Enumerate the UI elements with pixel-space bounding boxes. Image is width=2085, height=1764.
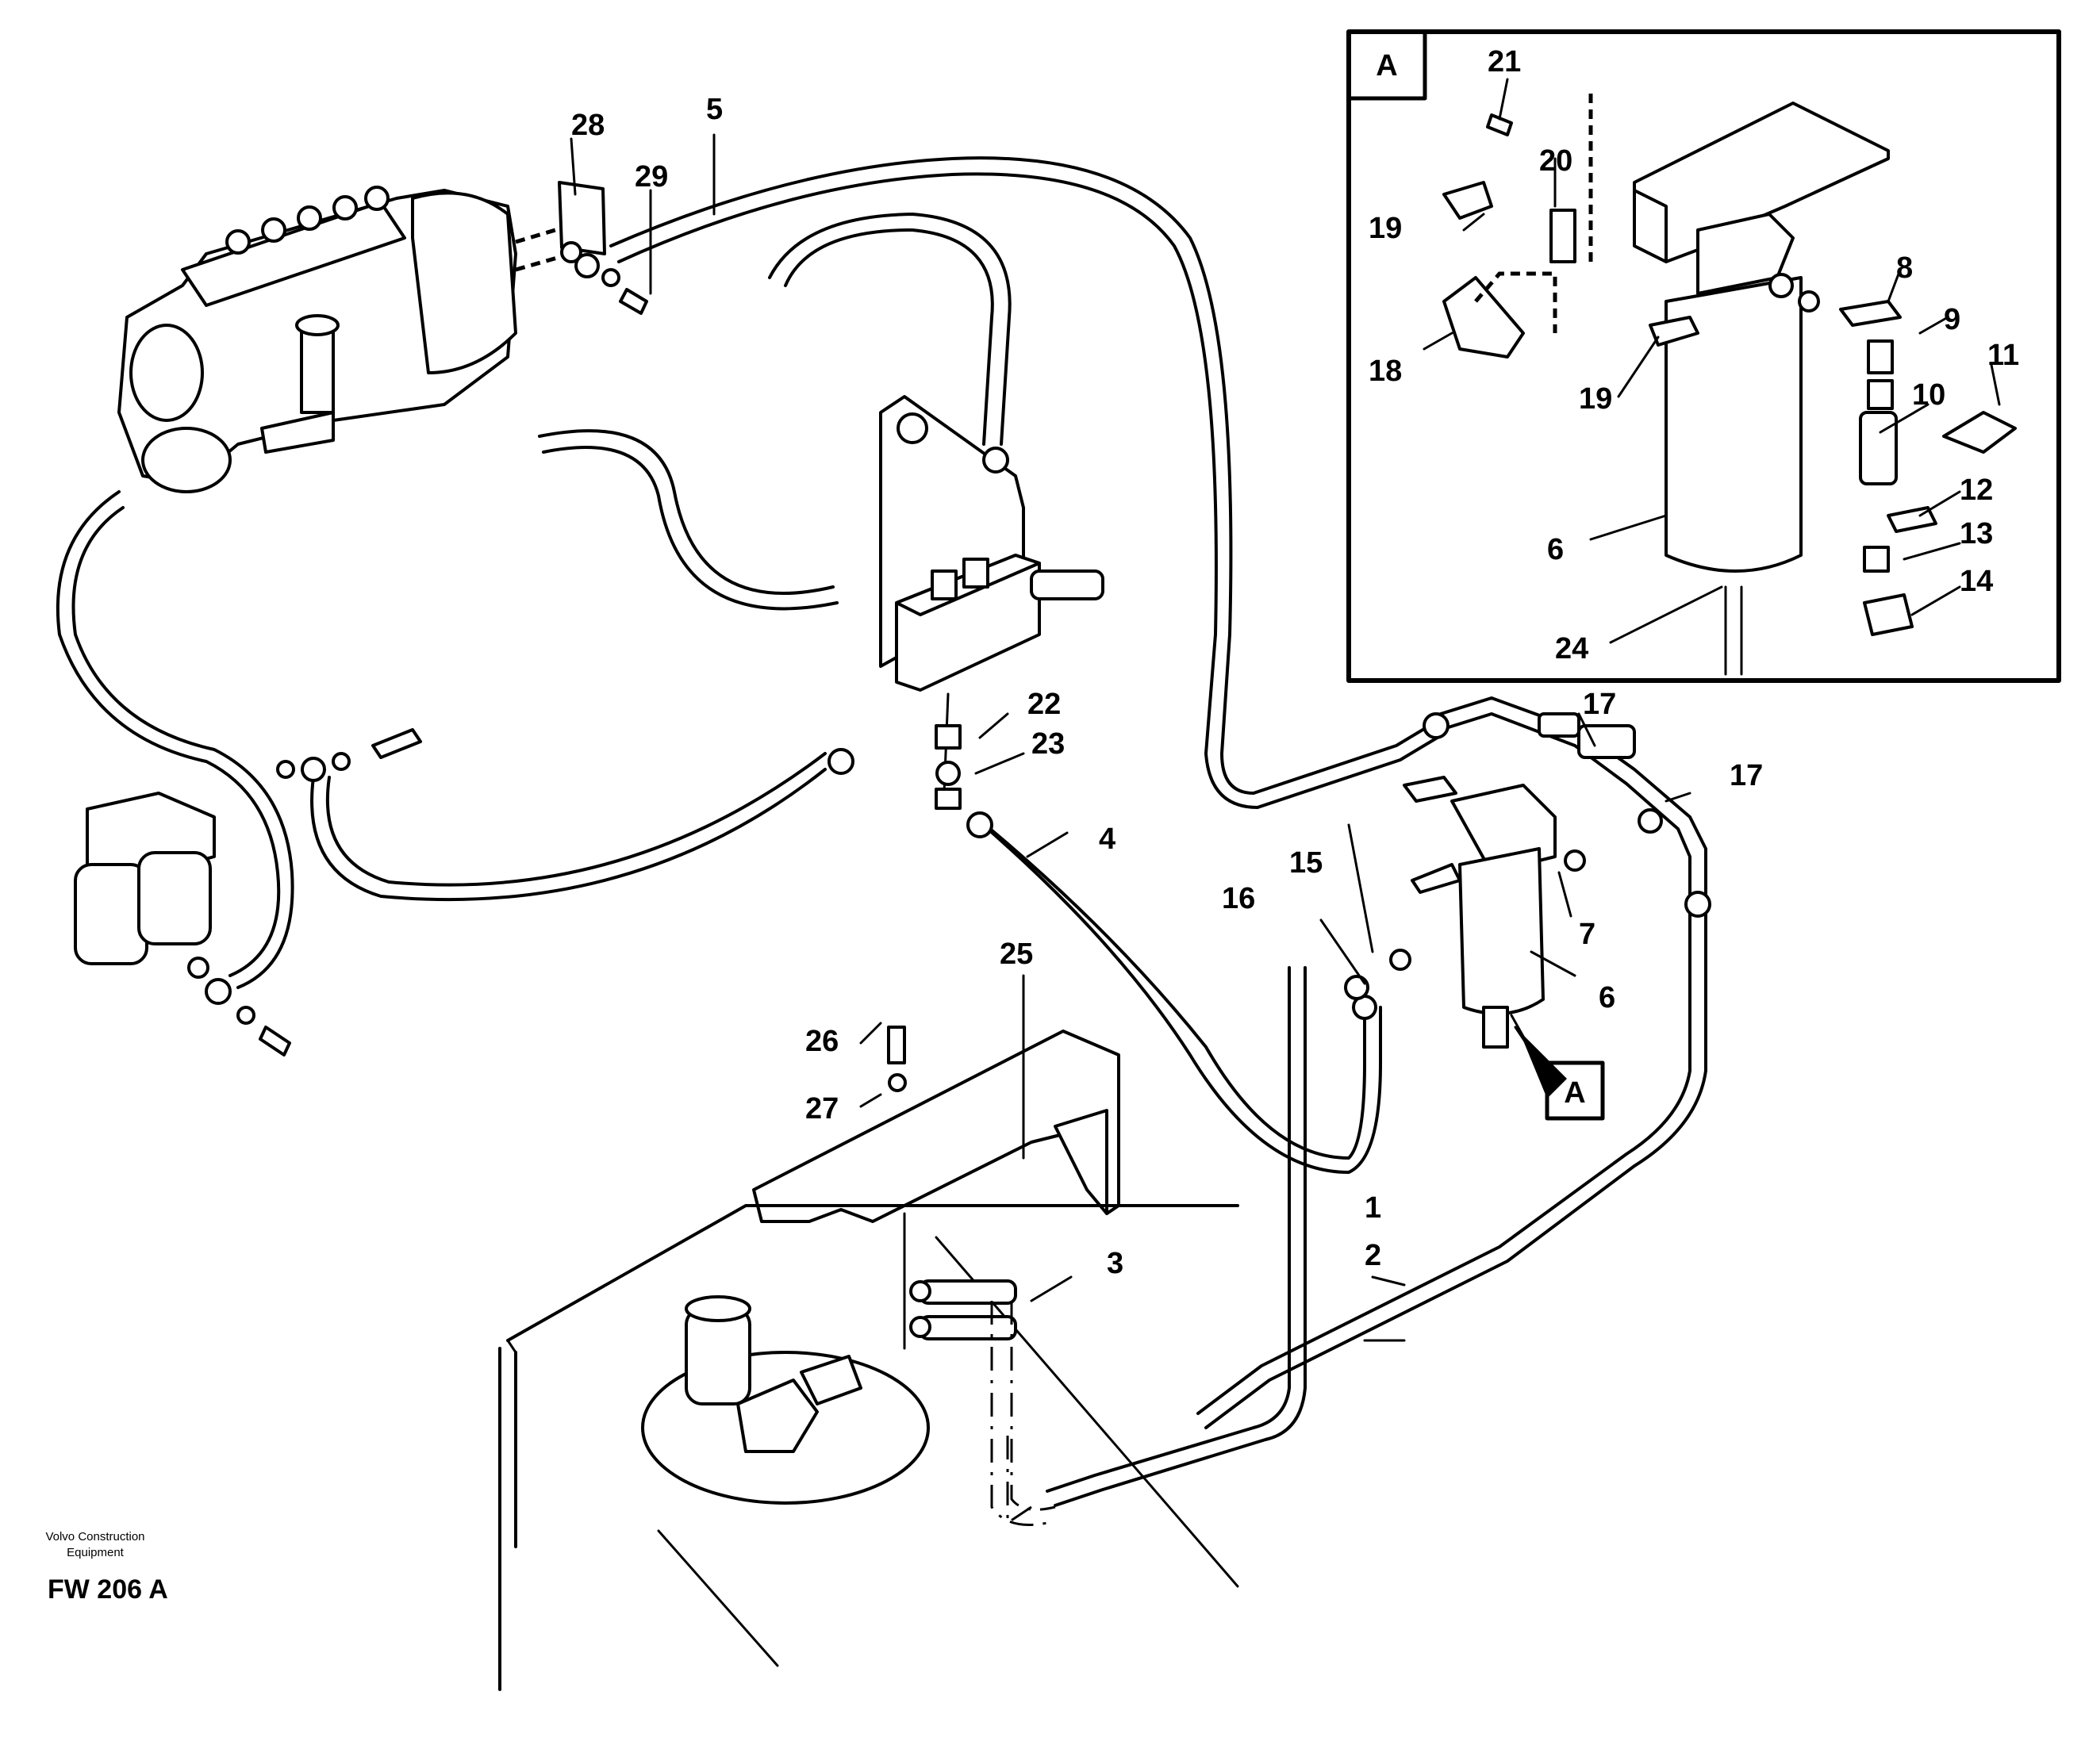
nut-7: [1564, 849, 1586, 872]
callout-18: 18: [1369, 355, 1402, 388]
callout-17-lower: 17: [1730, 759, 1763, 792]
fuel-pipe-left-loop: [56, 490, 854, 989]
callout-20: 20: [1539, 144, 1572, 178]
fuel-tank: [498, 1204, 1239, 1691]
detail-label-box: [1346, 29, 1427, 101]
pump-governor: [411, 191, 517, 374]
callout-13: 13: [1960, 517, 1993, 550]
callout-29: 29: [635, 160, 668, 194]
detail-filter-head: [1696, 213, 1795, 295]
fuel-filter-6: [1403, 776, 1586, 1049]
filter-bowl: [1458, 847, 1545, 1015]
pre-filter: [74, 792, 291, 1056]
brand-line-2: Equipment: [67, 1546, 125, 1559]
pre-filter-bowl-1: [74, 863, 148, 965]
callout-16: 16: [1222, 882, 1255, 915]
callout-27: 27: [805, 1092, 839, 1126]
detail-pointer-box: [1545, 1060, 1605, 1121]
callout-1: 1: [1365, 1191, 1381, 1225]
callout-23: 23: [1031, 727, 1065, 761]
callout-24: 24: [1555, 632, 1588, 665]
callout-4: 4: [1099, 823, 1115, 856]
tank-cap: [736, 1379, 819, 1453]
fittings-22-23: [935, 692, 962, 810]
callout-9: 9: [1944, 303, 1960, 336]
callout-15: 15: [1289, 846, 1323, 880]
callout-7: 7: [1579, 918, 1595, 951]
detail-clamp-20: [1549, 209, 1576, 263]
callout-3: 3: [1107, 1247, 1123, 1280]
washer-27: [888, 1073, 907, 1092]
bracket-25: [752, 1026, 1120, 1350]
detail-elbow-19b: [1649, 316, 1699, 347]
callout-14: 14: [1960, 565, 1993, 598]
callout-22: 22: [1027, 688, 1061, 721]
screw-26: [887, 1026, 906, 1064]
callout-28: 28: [571, 109, 605, 142]
fitting-23: [935, 761, 961, 786]
callout-11: 11: [1987, 339, 2019, 372]
fitting-16: [1344, 975, 1369, 1000]
detail-fittings-8-14: [1768, 273, 2017, 636]
inline-part-17: [1577, 724, 1636, 759]
callout-21: 21: [1488, 45, 1521, 79]
callout-19-lower: 19: [1579, 382, 1612, 416]
callout-labels: 1 2 3 4 5 6 6 7 8 9 10 11 12 13 14 15 16…: [571, 45, 2019, 1280]
gasket-plate: [515, 181, 648, 315]
fitting-22: [935, 724, 962, 750]
pump-inlet-fitting: [300, 324, 335, 414]
detail-a-pointer: A: [1514, 1026, 1605, 1121]
gasket-28: [558, 181, 606, 255]
callout-12: 12: [1960, 474, 1993, 507]
detail-sealant-11: [1942, 411, 2017, 454]
figure-caption: Volvo Construction Equipment FW 206 A: [45, 1530, 167, 1605]
pump-banjo: [260, 411, 335, 454]
bolt-29: [619, 288, 648, 315]
detail-frame: [1346, 29, 2061, 683]
detail-elbow-19a: [1442, 181, 1493, 220]
callout-2: 2: [1365, 1239, 1381, 1272]
callout-8: 8: [1896, 251, 1913, 285]
fuel-pipe-upper-return: [538, 213, 1012, 611]
fuel-pipes-1-2: [1006, 949, 1411, 1525]
detail-a-filter: [1442, 94, 2017, 676]
callout-25: 25: [1000, 938, 1033, 971]
detail-view-a: A: [1346, 29, 2061, 683]
valve-outlet: [1030, 569, 1104, 600]
tank-sensor: [800, 1355, 862, 1405]
solenoid-valve-block: [879, 395, 1104, 692]
pump-delivery-valves: [225, 186, 390, 255]
fuel-pipe-4: [966, 811, 1382, 1174]
leader-lines: [570, 78, 2001, 1342]
arrow-icon: [1519, 1031, 1567, 1099]
pump-flange: [141, 427, 232, 493]
pre-filter-bowl-2: [137, 851, 212, 945]
detail-pointer-label: A: [1564, 1076, 1585, 1110]
callout-19-upper: 19: [1369, 212, 1402, 245]
callout-26: 26: [805, 1025, 839, 1058]
callout-5: 5: [706, 93, 723, 126]
pipe-nut: [982, 447, 1009, 474]
pipe-nut: [827, 748, 854, 775]
fitting-15: [1389, 949, 1411, 971]
tank-breather: [685, 1307, 751, 1405]
fuel-pipe-5: [609, 156, 1442, 809]
detail-view-label: A: [1376, 49, 1397, 82]
callout-6: 6: [1599, 981, 1615, 1014]
pump-end-cover: [129, 324, 204, 422]
fuel-pipe-right: [1196, 696, 1711, 1429]
figure-code: FW 206 A: [48, 1574, 168, 1605]
callout-10: 10: [1912, 378, 1945, 412]
brand-line-1: Volvo Construction: [45, 1530, 144, 1544]
detail-screw-21: [1486, 113, 1513, 136]
callout-6-detail: 6: [1547, 533, 1564, 566]
detail-bracket-18: [1442, 276, 1525, 359]
callout-17-upper: 17: [1583, 688, 1616, 721]
injection-pump: [117, 186, 517, 493]
detail-filter-bowl: [1665, 276, 1803, 573]
